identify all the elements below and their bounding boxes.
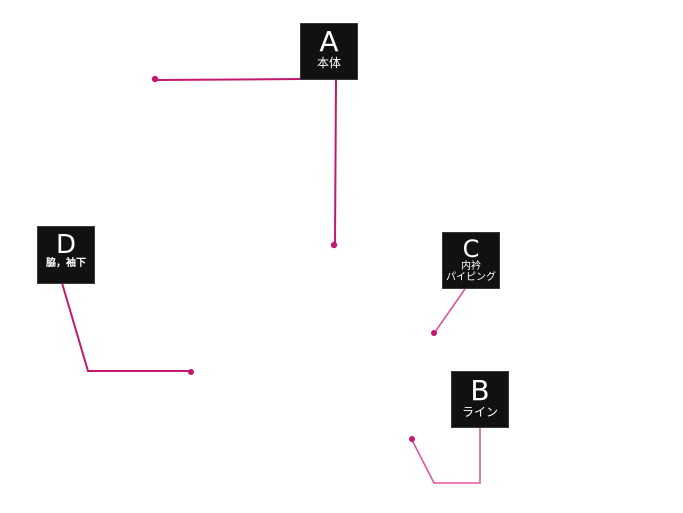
leader-dot-c bbox=[431, 330, 437, 336]
callout-c-label-line1: 内衿 bbox=[461, 261, 481, 272]
leader-line-a-vertical bbox=[334, 78, 337, 245]
callout-d-label: 脇，袖下 bbox=[46, 258, 86, 269]
leader-line-c bbox=[434, 288, 466, 333]
callout-d-side-sleeve: D 脇，袖下 bbox=[37, 226, 95, 284]
leader-dot-b bbox=[409, 436, 415, 442]
leader-line-d bbox=[61, 282, 190, 372]
callout-a-letter: A bbox=[319, 25, 339, 58]
callout-b-label: ライン bbox=[461, 405, 498, 419]
leader-dot-a-left bbox=[151, 75, 159, 83]
callout-a-label: 本体 bbox=[316, 56, 341, 70]
leader-dot-d bbox=[188, 369, 194, 375]
leader-line-a-horizontal bbox=[155, 78, 302, 81]
callout-c-label-line2: パイピング bbox=[446, 272, 496, 283]
callout-c-letter: C bbox=[462, 235, 480, 263]
leader-line-b bbox=[411, 427, 481, 484]
callout-a-body: A 本体 bbox=[300, 23, 358, 80]
callout-b-letter: B bbox=[470, 374, 490, 407]
callout-b-line: B ライン bbox=[451, 371, 509, 428]
callout-d-letter: D bbox=[55, 230, 77, 260]
callout-c-inner-collar-piping: C 内衿 パイピング bbox=[442, 232, 500, 289]
leader-dot-a-bottom bbox=[330, 241, 338, 249]
